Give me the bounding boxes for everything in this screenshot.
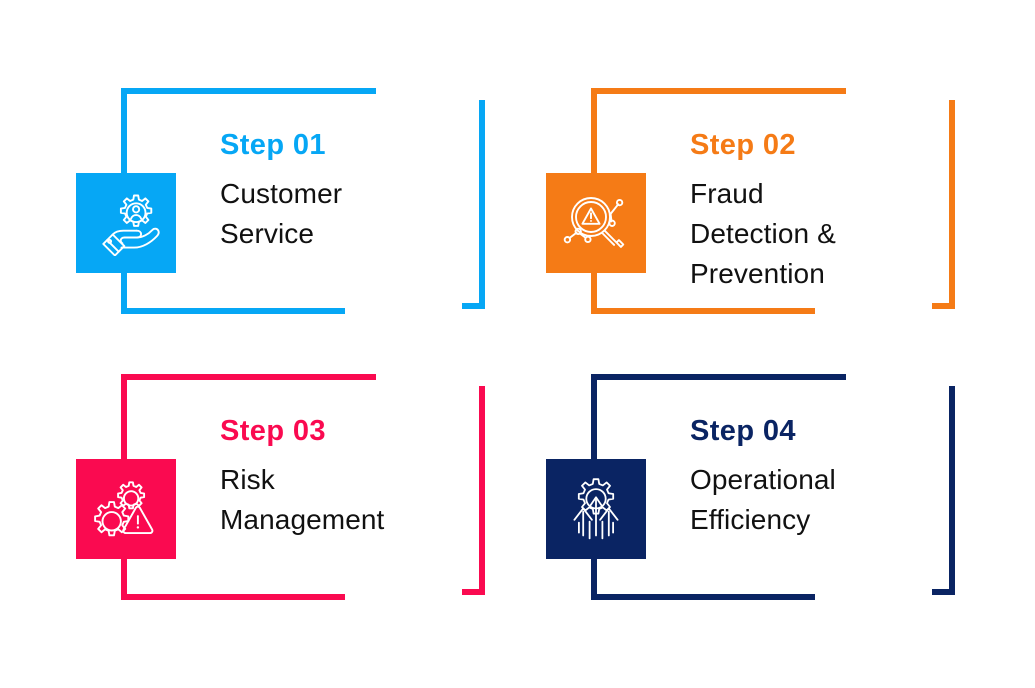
bracket-left-bottom-arm-02	[591, 308, 815, 314]
step-label-03: Step 03	[220, 415, 326, 447]
step-title-line: Risk	[220, 464, 275, 495]
step-icon-tile-01	[76, 173, 176, 273]
bracket-left-top-arm-01	[121, 88, 376, 94]
step-title-line: Management	[220, 503, 385, 535]
gear-growth-arrows-icon	[563, 476, 629, 542]
step-title-03: Risk Management	[220, 460, 470, 540]
bracket-right-stem-02	[949, 100, 955, 303]
bracket-left-top-arm-04	[591, 374, 846, 380]
step-text-block-01: Step 01 Customer Service	[220, 131, 470, 254]
step-text-block-04: Step 04 Operational Efficiency	[690, 417, 940, 540]
step-title-line: Fraud	[690, 178, 764, 209]
bracket-right-foot-04	[932, 589, 955, 595]
step-title-line: Detection &	[690, 217, 836, 249]
step-title-line: Prevention	[690, 257, 825, 289]
step-label-01: Step 01	[220, 129, 326, 161]
step-title-02: Fraud Detection & Prevention	[690, 174, 940, 293]
step-title-line: Efficiency	[690, 503, 811, 535]
step-icon-tile-03	[76, 459, 176, 559]
bracket-left-stem-top-04	[591, 374, 597, 460]
step-title-line: Operational	[690, 464, 836, 495]
bracket-right-stem-04	[949, 386, 955, 589]
step-title-01: Customer Service	[220, 174, 470, 254]
step-title-04: Operational Efficiency	[690, 460, 940, 540]
bracket-left-bottom-arm-03	[121, 594, 345, 600]
bracket-right-stem-01	[479, 100, 485, 303]
bracket-left-stem-top-02	[591, 88, 597, 174]
gears-warning-triangle-icon	[91, 476, 161, 542]
hand-holding-gear-user-icon	[90, 190, 162, 256]
step-title-line: Service	[220, 217, 315, 249]
magnifier-warning-analytics-icon	[561, 190, 631, 256]
bracket-left-stem-top-01	[121, 88, 127, 174]
step-label-04: Step 04	[690, 415, 796, 447]
bracket-left-stem-top-03	[121, 374, 127, 460]
bracket-right-foot-03	[462, 589, 485, 595]
bracket-right-foot-01	[462, 303, 485, 309]
bracket-right-foot-02	[932, 303, 955, 309]
bracket-left-top-arm-03	[121, 374, 376, 380]
bracket-left-bottom-arm-04	[591, 594, 815, 600]
bracket-left-stem-bottom-02	[591, 272, 597, 314]
bracket-left-stem-bottom-04	[591, 558, 597, 600]
step-title-line: Customer	[220, 178, 343, 209]
bracket-left-stem-bottom-03	[121, 558, 127, 600]
step-label-02: Step 02	[690, 129, 796, 161]
bracket-left-top-arm-02	[591, 88, 846, 94]
step-icon-tile-02	[546, 173, 646, 273]
step-text-block-03: Step 03 Risk Management	[220, 417, 470, 540]
bracket-left-bottom-arm-01	[121, 308, 345, 314]
bracket-left-stem-bottom-01	[121, 272, 127, 314]
bracket-right-stem-03	[479, 386, 485, 589]
step-text-block-02: Step 02 Fraud Detection & Prevention	[690, 131, 940, 293]
step-icon-tile-04	[546, 459, 646, 559]
